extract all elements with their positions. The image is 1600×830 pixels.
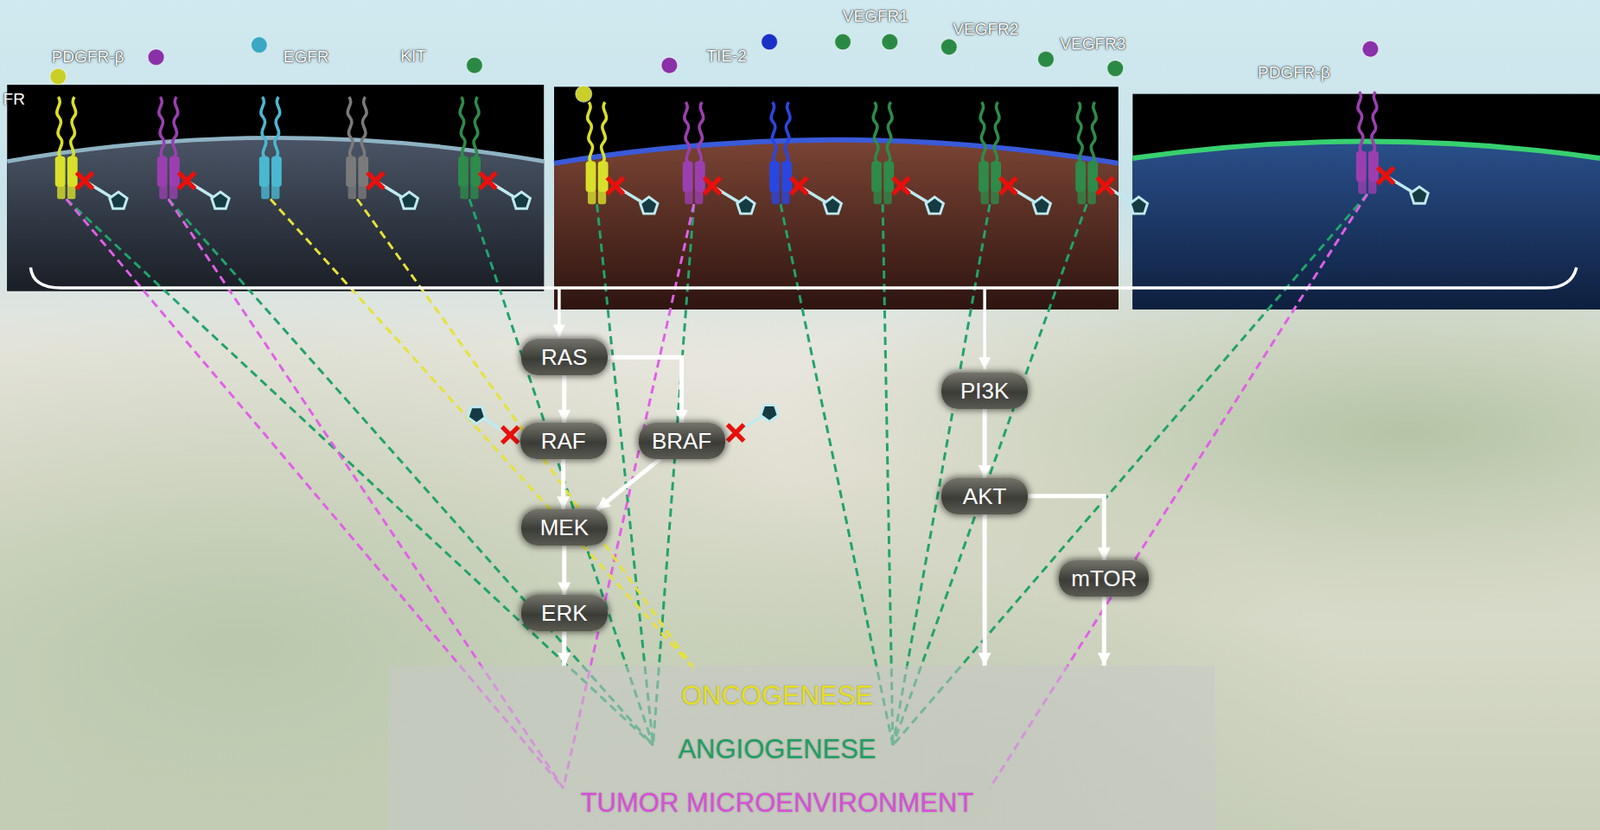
receptor-label: VEGFR3 (1059, 34, 1126, 54)
pathway-node: RAS (521, 338, 608, 376)
pathway-arrow (607, 356, 683, 423)
pathway-node: PI3K (941, 372, 1028, 409)
node-label: AKT (953, 478, 1016, 515)
bracket (30, 267, 1576, 370)
pathway-arrow (561, 375, 567, 423)
receptor-label: VEGFR1 (842, 6, 909, 26)
pathway-arrow (982, 514, 988, 666)
node-label: ERK (533, 594, 596, 632)
node-label: MEK (533, 509, 596, 546)
outcome-label: ONCOGENESE (388, 669, 1167, 723)
pathway-arrow (1102, 596, 1107, 666)
pathway-arrow (560, 458, 566, 510)
node-label: BRAF (650, 422, 714, 459)
receptor-label: EGFR (283, 47, 330, 67)
pathway-node: AKT (941, 478, 1028, 515)
cell-panels (6, 84, 1600, 310)
receptor-label: FR (3, 89, 26, 109)
pathway-node: mTOR (1058, 560, 1149, 597)
pathway-node: ERK (521, 594, 608, 632)
pathway-arrow (1027, 496, 1104, 561)
pathway-arrow (561, 545, 567, 595)
receptor-label: KIT (400, 46, 427, 66)
pathway-arrow (982, 408, 988, 479)
node-label: mTOR (1070, 560, 1137, 597)
outcome-label: TUMOR MICROENVIRONMENT (388, 776, 1167, 830)
pathway-node: BRAF (638, 422, 726, 459)
node-label: RAS (533, 338, 596, 376)
pathway-node: MEK (521, 509, 608, 546)
pathway-arrow (597, 458, 661, 510)
receptor-label: PDGFR-β (1257, 63, 1331, 83)
inhibitor-symbols (76, 167, 1429, 444)
outcome-label: ANGIOGENESE (388, 722, 1167, 777)
receptor-label: TIE-2 (706, 46, 746, 66)
receptor-label: VEGFR2 (952, 19, 1019, 39)
ligands (50, 33, 1379, 102)
node-label: RAF (532, 422, 595, 459)
pathway-arrow (561, 631, 567, 666)
outcome-panel: ONCOGENESEANGIOGENESETUMOR MICROENVIRONM… (388, 665, 1215, 830)
receptor-label: PDGFR-β (51, 47, 125, 67)
pathway-node: RAF (520, 422, 607, 459)
node-label: PI3K (953, 372, 1016, 409)
